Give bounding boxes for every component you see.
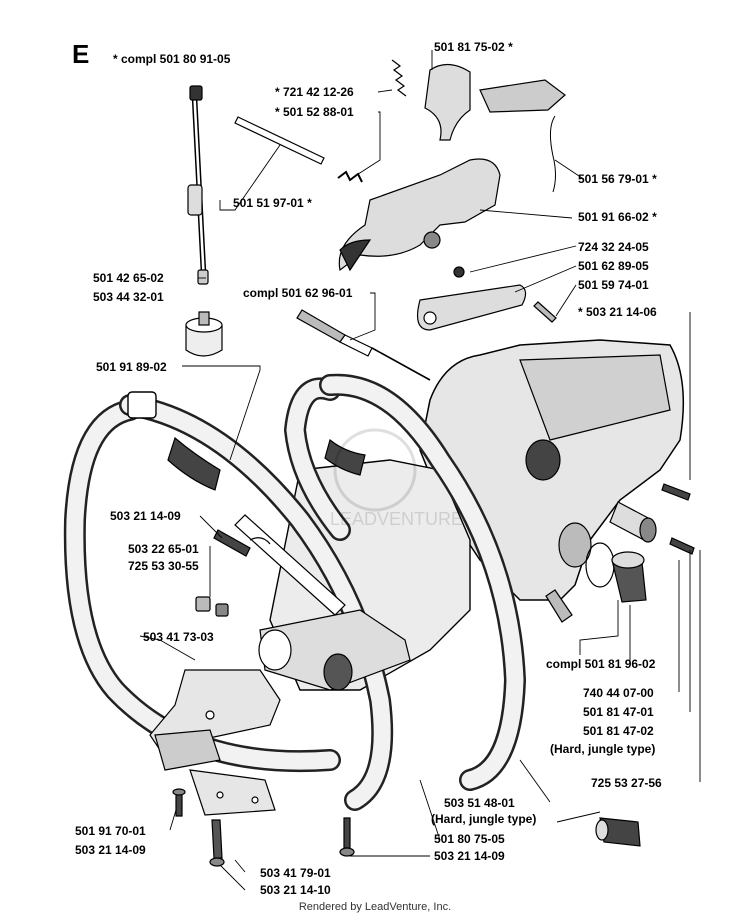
- label-503211409-bottom: 503 21 14-09: [434, 849, 505, 863]
- label-740440700: 740 44 07-00: [583, 686, 654, 700]
- label-503211409-left: 503 21 14-09: [75, 843, 146, 857]
- label-501597401: 501 59 74-01: [578, 278, 649, 292]
- screw-bottom-long-icon: [209, 819, 225, 867]
- leader-lines: [139, 50, 701, 891]
- handle-bracket-icon: [149, 669, 281, 771]
- label-501918902: 501 91 89-02: [96, 360, 167, 374]
- label-501519701: 501 51 97-01 *: [233, 196, 312, 210]
- screw-top-icon: [213, 529, 251, 557]
- part-rod-icon: [187, 85, 209, 285]
- label-503226501: 503 22 65-01: [128, 542, 199, 556]
- screw-icon: [453, 266, 465, 278]
- pin-small-icon: [533, 301, 557, 323]
- label-503417901: 503 41 79-01: [260, 866, 331, 880]
- label-501916602: 501 91 66-02 *: [578, 210, 657, 224]
- label-501814701: 501 81 47-01: [583, 705, 654, 719]
- label-721421226: * 721 42 12-26: [275, 85, 354, 99]
- label-501628905: 501 62 89-05: [578, 259, 649, 273]
- screw-right-icon: [661, 483, 691, 501]
- label-compl-501809105: * compl 501 80 91-05: [113, 52, 231, 66]
- oring-icon: [585, 542, 615, 588]
- bar-tube-icon: [258, 609, 411, 691]
- label-503443201: 503 44 32-01: [93, 290, 164, 304]
- throttle-trigger-icon: [338, 158, 501, 272]
- label-501426502: 501 42 65-02: [93, 271, 164, 285]
- footer-credit: Rendered by LeadVenture, Inc.: [298, 901, 452, 913]
- valve-icon: [296, 309, 431, 381]
- section-letter: E: [72, 39, 90, 69]
- label-501567901: 501 56 79-01 *: [578, 172, 657, 186]
- label-hard-jungle-type-1: (Hard, jungle type): [550, 742, 656, 756]
- part-spring-icon: [337, 59, 407, 183]
- label-503211409-top: 503 21 14-09: [110, 509, 181, 523]
- rear-handle-loop-icon: [283, 373, 527, 791]
- label-503211410: 503 21 14-10: [260, 883, 331, 897]
- label-725533055: 725 53 30-55: [128, 559, 199, 573]
- label-501917001: 501 91 70-01: [75, 824, 146, 838]
- bracket-icon: [417, 284, 527, 331]
- label-compl-501819602: compl 501 81 96-02: [546, 657, 656, 671]
- bumper-icon: [595, 817, 641, 847]
- throttle-lockout-icon: [424, 63, 566, 193]
- part-pin-icon: [234, 116, 325, 165]
- label-hard-jungle-type-2: (Hard, jungle type): [431, 812, 537, 826]
- label-compl-501629601: compl 501 62 96-01: [243, 286, 353, 300]
- label-503417303: 503 41 73-03: [143, 630, 214, 644]
- label-501814702: 501 81 47-02: [583, 724, 654, 738]
- watermark-logo: LEADVENTURE: [330, 428, 463, 529]
- nut-icon: [195, 596, 229, 617]
- spring-cap-icon: [611, 551, 647, 603]
- label-501528801: * 501 52 88-01: [275, 105, 354, 119]
- screw-bottom-mid-icon: [339, 817, 355, 857]
- part-filter-icon: [185, 311, 223, 357]
- damper-icon: [609, 501, 695, 555]
- label-503211406: * 503 21 14-06: [578, 305, 657, 319]
- label-725532756: 725 53 27-56: [591, 776, 662, 790]
- label-503514801: 503 51 48-01: [444, 796, 515, 810]
- svg-text:LEADVENTURE: LEADVENTURE: [330, 509, 463, 529]
- front-handle-icon: [63, 391, 394, 811]
- label-724322405: 724 32 24-05: [578, 240, 649, 254]
- label-501817502: 501 81 75-02 *: [434, 40, 513, 54]
- label-501807505: 501 80 75-05: [434, 832, 505, 846]
- mount-plate-icon: [189, 769, 276, 816]
- screw-bottom-left-icon: [172, 788, 186, 817]
